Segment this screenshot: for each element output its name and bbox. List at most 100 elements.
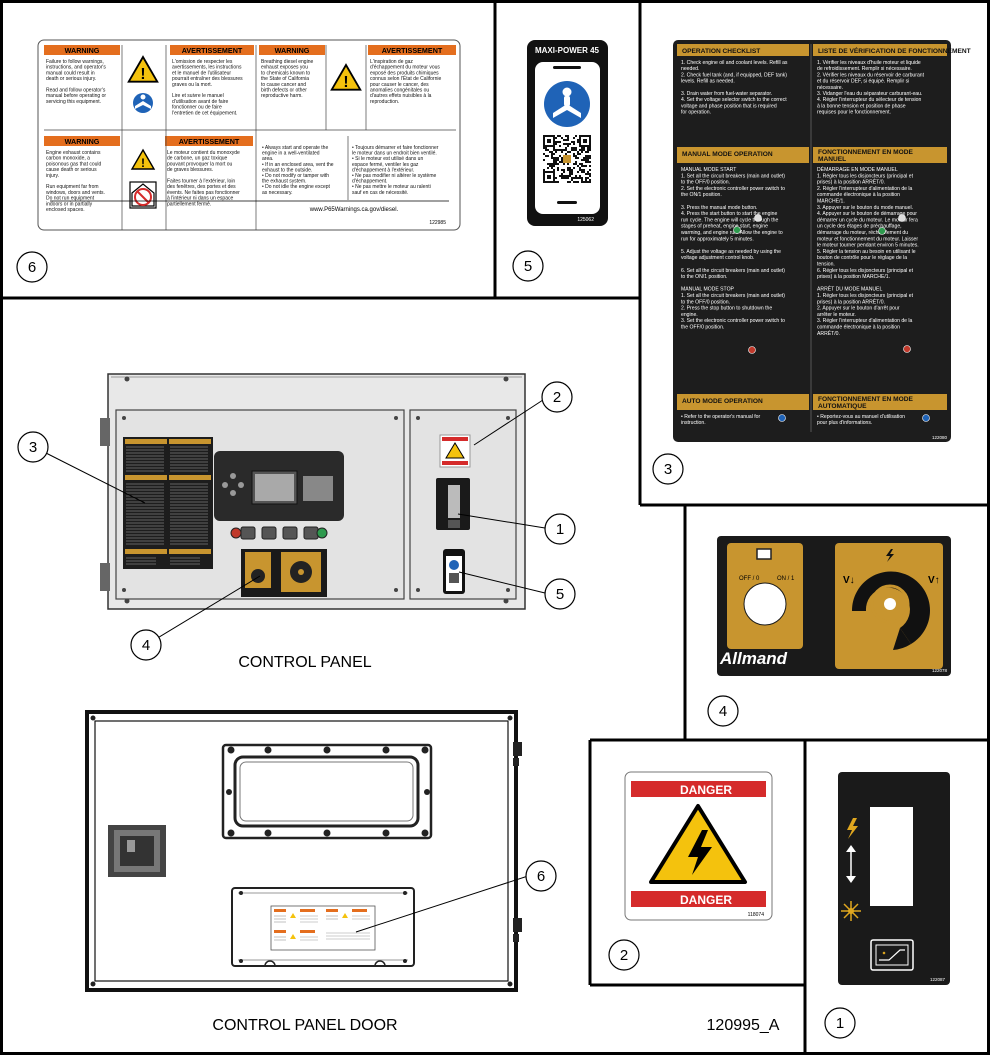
decal-6-bullet-fr: d'échappement à l'extérieur.: [352, 167, 414, 173]
decal-3-fr-title: LISTE DE VÉRIFICATION DE FONCTIONNEMENT: [818, 46, 971, 55]
decal-3-section-header: [813, 44, 947, 56]
decal-6-body-text: Le moteur contient du monoxyde: [167, 150, 240, 156]
decal-3-section-header: [677, 44, 809, 56]
decal-3-fr-text: • Reportez-vous au manuel d'utilisation: [817, 414, 905, 420]
decal-6-bullet-fr: le moteur dans un endroit bien ventilé.: [352, 151, 437, 157]
decal-6-body-text: pourrait entraîner des blessures: [172, 76, 243, 82]
decal-6-body-text: fonctionner ou de faire: [172, 105, 222, 111]
decal-3-fr-text: 4. Appuyer sur le bouton de démarrage po…: [817, 211, 917, 217]
decal-3-fr-text: prises) à la position MARCHE/1.: [817, 274, 890, 280]
decal-3-en-title: AUTO MODE OPERATION: [682, 398, 763, 405]
decal-6-body-text: Lire et suivre le manuel: [172, 93, 224, 99]
decal-3-en-text: to the ON/1 position.: [681, 274, 727, 280]
lightning-icon: [847, 818, 858, 839]
decal-6-header-bar: [165, 136, 253, 146]
decal-6-body-text: manual before operating or: [46, 93, 106, 99]
decal-3-fr-text: prises) à la position ARRÊT/0.: [817, 178, 885, 186]
decal-3-fr-text: 3. Vidanger l'eau du séparateur carburan…: [817, 91, 922, 97]
decal-3-fr-text: démarrer un cycle du moteur. Le moteur f…: [817, 217, 918, 223]
decal-6-bullet-fr: d'échappement.: [352, 179, 387, 185]
decal-3-en-text: the ON/1 position.: [681, 192, 722, 198]
decal-6-body-text: anomalies congénitales ou: [370, 88, 429, 94]
decal-4-control-label: OFF / 0 ON / 1 V↓ V↑ Allmand 122078: [717, 536, 951, 676]
callout-2-left-number: 2: [553, 389, 561, 406]
decal-3-en-text: 3. Set the electronic controller power s…: [681, 318, 785, 324]
callout-5-left: 5: [544, 578, 576, 610]
decal-6-body-text: Failure to follow warnings,: [46, 59, 104, 65]
decal-6-bullet-fr: • Si le moteur est utilisé dans un: [352, 156, 423, 162]
decal-6-body-text: death or serious injury.: [46, 76, 96, 82]
decal-6-body-text: exhaust exposes you: [261, 65, 308, 71]
callout-6-left: 6: [525, 860, 557, 892]
decal-3-fr-text: DÉMARRAGE EN MODE MANUEL: [817, 166, 898, 173]
decal-3-en-text: 2. Check fuel tank (and, if equipped, DE…: [681, 72, 787, 78]
decal-3-en-text: levels. Refill as needed.: [681, 79, 735, 85]
decal-6-body-text: connus selon l'État de Californie: [370, 75, 441, 82]
decal-6-body-text: reproductive harm.: [261, 93, 303, 99]
callout-4-left-number: 4: [142, 637, 150, 654]
decal-3-section-header: [677, 394, 809, 410]
decal-3-fr-text: 3. Appuyer sur le bouton du mode manuel.: [817, 205, 913, 211]
inline-button-icon: [878, 227, 886, 235]
decal-6-body-text: d'échappement du moteur vous: [370, 65, 440, 71]
decal-3-fr-text: à la bonne tension et position de phase: [817, 103, 906, 109]
inline-button-icon: [903, 345, 911, 353]
callout-1-left: 1: [544, 513, 576, 545]
decal-6-header-bar: [170, 45, 254, 55]
callout-2-right: 2: [608, 939, 640, 971]
decal-3-en-text: 1. Set all the circuit breakers (main an…: [681, 173, 785, 179]
power-switch-circle: [743, 582, 787, 626]
lightning-icon: [886, 549, 894, 562]
callout-6-top: 6: [16, 251, 48, 283]
callout-1-right-number: 1: [836, 1015, 844, 1032]
decal-3-en-text: 4. Set the voltage selector switch to th…: [681, 97, 787, 103]
voltage-down-label: V↓: [843, 575, 855, 586]
decal-6-body-text: manual could result in: [46, 70, 95, 76]
decal-6-body-text: l'entretien de cet équipement.: [172, 110, 237, 116]
decal-3-fr-text: requises pour le fonctionnement.: [817, 110, 891, 116]
decal-3-en-text: voltage adjustment control knob.: [681, 255, 754, 261]
callout-4-right-number: 4: [719, 703, 727, 720]
caption-control-panel-door: CONTROL PANEL DOOR: [212, 1017, 397, 1034]
decal-6-body-text: poisonous gas that could: [46, 161, 102, 167]
decal-6-header-text: AVERTISSEMENT: [382, 46, 443, 55]
inline-button-icon: [898, 214, 906, 222]
decal-6-bullet-en: exhaust to the outside.: [262, 167, 312, 173]
decal-6-body-text: évents. Ne faites pas fonctionner: [167, 190, 240, 196]
decal-4-part-number: 122078: [932, 668, 948, 673]
decal-3-en-text: needed.: [681, 66, 699, 72]
decal-3-en-text: for operation.: [681, 110, 711, 116]
on-label: ON / 1: [777, 576, 795, 582]
decal-3-en-text: 1. Check engine oil and coolant levels. …: [681, 60, 788, 66]
decal-3-fr-text: de refroidissement. Remplir si nécessair…: [817, 66, 912, 72]
decal-6-body-text: exposé des produits chimiques: [370, 70, 439, 76]
decal-6-body-text: carbon monoxide, a: [46, 156, 90, 162]
decal-6-body-text: cause death or serious: [46, 167, 97, 173]
decal-3-en-text: warming, and engine run. Allow the engin…: [681, 230, 783, 236]
decal-5-part-number: 125062: [577, 217, 594, 223]
decal-6-body-text: partiellement fermé.: [167, 201, 211, 207]
callout-5-left-number: 5: [556, 586, 564, 603]
decal-3-fr-text: arrêter le moteur.: [817, 312, 856, 318]
decal-6-body-text: to chemicals known to: [261, 70, 310, 76]
decal-3-fr-text: 1. Régler tous les disjoncteurs (princip…: [817, 173, 914, 179]
decal-3-en-text: 5. Adjust the voltage as needed by using…: [681, 249, 781, 255]
decal-6-body-text: enclosed spaces.: [46, 207, 85, 213]
decal-6-header-text: AVERTISSEMENT: [182, 46, 243, 55]
decal-6-body-text: d'utilisation avant de faire: [172, 99, 228, 105]
decal-6-body-text: Read and follow operator's: [46, 88, 106, 94]
decal-3-fr-text: 2. Appuyer sur le bouton d'arrêt pour: [817, 306, 900, 312]
decal-3-en-text: 1. Set all the circuit breakers (main an…: [681, 293, 785, 299]
decal-6-part-number: 122985: [429, 220, 446, 226]
decal-3-section-header: [677, 147, 809, 163]
decal-6-bullet-en: • Do not modify or tamper with: [262, 173, 329, 179]
callout-1-right: 1: [824, 1007, 856, 1039]
decal-3-en-text: • Refer to the operator's manual for: [681, 414, 761, 420]
decal-3-en-text: run for approximately 5 minutes.: [681, 236, 754, 242]
decal-3-part-number: 122080: [932, 435, 948, 440]
decal-6-body-text: et le manuel de l'utilisateur: [172, 70, 231, 76]
decal-6-bullet-en: • Do not idle the engine except: [262, 184, 331, 190]
